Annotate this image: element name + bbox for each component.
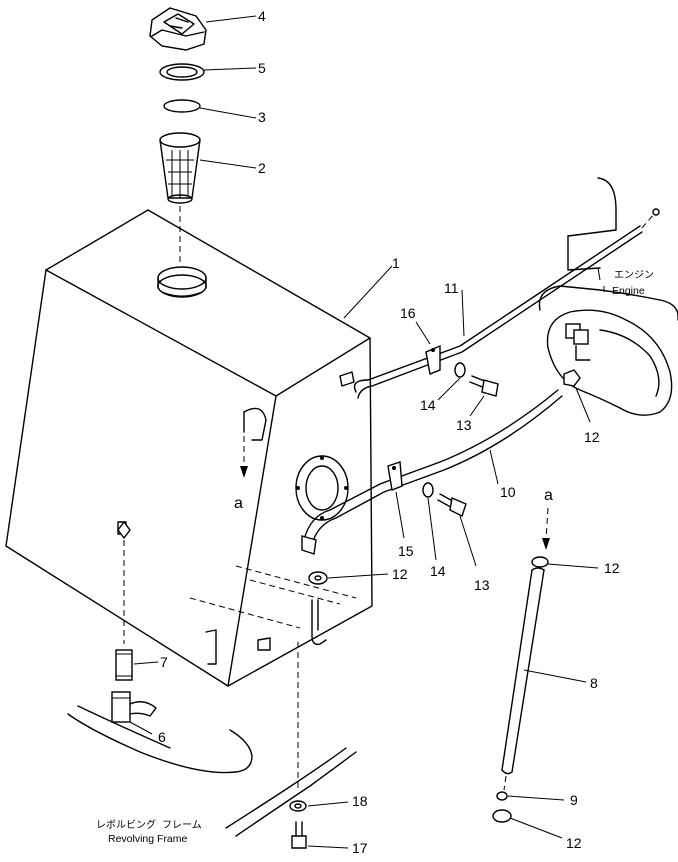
bolt-bottom <box>291 821 307 849</box>
callout-6: 6 <box>158 729 166 745</box>
frame-label-jp: レボルビング フレーム <box>96 818 202 831</box>
callout-12-tube-top: 12 <box>604 560 620 576</box>
nut-tube-top <box>531 556 549 568</box>
o-ring <box>496 791 508 801</box>
callout-11: 11 <box>444 280 459 296</box>
callout-12-tube-bottom: 12 <box>566 835 582 851</box>
fuel-tube-upper <box>353 208 660 399</box>
arrow-a-tank: a <box>234 436 248 512</box>
seal-ring <box>163 99 201 113</box>
callout-5: 5 <box>258 60 266 76</box>
callout-3: 3 <box>258 109 266 125</box>
fuel-tube-lower <box>301 389 563 555</box>
tank-cap <box>149 7 207 51</box>
nut-tank <box>308 571 328 585</box>
callout-16: 16 <box>400 305 416 321</box>
callout-18: 18 <box>352 793 368 809</box>
revolving-frame <box>67 705 357 837</box>
fuel-tube-vertical <box>501 567 545 775</box>
callout-14-upper: 14 <box>420 397 436 413</box>
svg-text:a: a <box>234 495 243 512</box>
callout-8: 8 <box>590 675 598 691</box>
callout-10: 10 <box>500 484 516 500</box>
callout-13-lower: 13 <box>474 577 490 593</box>
callout-14-lower: 14 <box>430 563 446 579</box>
washer-lower <box>422 482 434 498</box>
callout-1: 1 <box>392 255 400 271</box>
callout-12-engine: 12 <box>584 429 600 445</box>
strainer <box>159 132 201 204</box>
engine <box>538 177 678 416</box>
drain-adapter <box>115 649 133 681</box>
nut-tube-bottom <box>492 809 512 823</box>
bolt-upper <box>469 375 499 397</box>
arrow-a-right: a <box>542 487 553 550</box>
nut-engine <box>563 369 581 387</box>
callout-17: 17 <box>352 840 368 856</box>
callout-2: 2 <box>258 160 266 176</box>
callout-12-tank: 12 <box>392 566 408 582</box>
svg-text:a: a <box>544 487 553 504</box>
frame-label-en: Revolving Frame <box>108 833 188 845</box>
engine-label-en: Engine <box>612 285 645 297</box>
washer-upper <box>454 362 466 378</box>
tube-assembly-line <box>503 775 507 791</box>
callout-4: 4 <box>258 8 266 24</box>
drain-valve <box>111 691 157 723</box>
fuel-tank <box>5 209 373 687</box>
callout-7: 7 <box>160 654 168 670</box>
callout-15: 15 <box>398 543 414 559</box>
washer-bottom <box>289 800 307 812</box>
callout-9: 9 <box>570 792 578 808</box>
drain-plug <box>117 520 131 540</box>
bolt-lower <box>437 493 467 517</box>
gasket <box>159 63 205 81</box>
callout-13-upper: 13 <box>456 417 472 433</box>
engine-label-jp: エンジン <box>614 270 654 281</box>
